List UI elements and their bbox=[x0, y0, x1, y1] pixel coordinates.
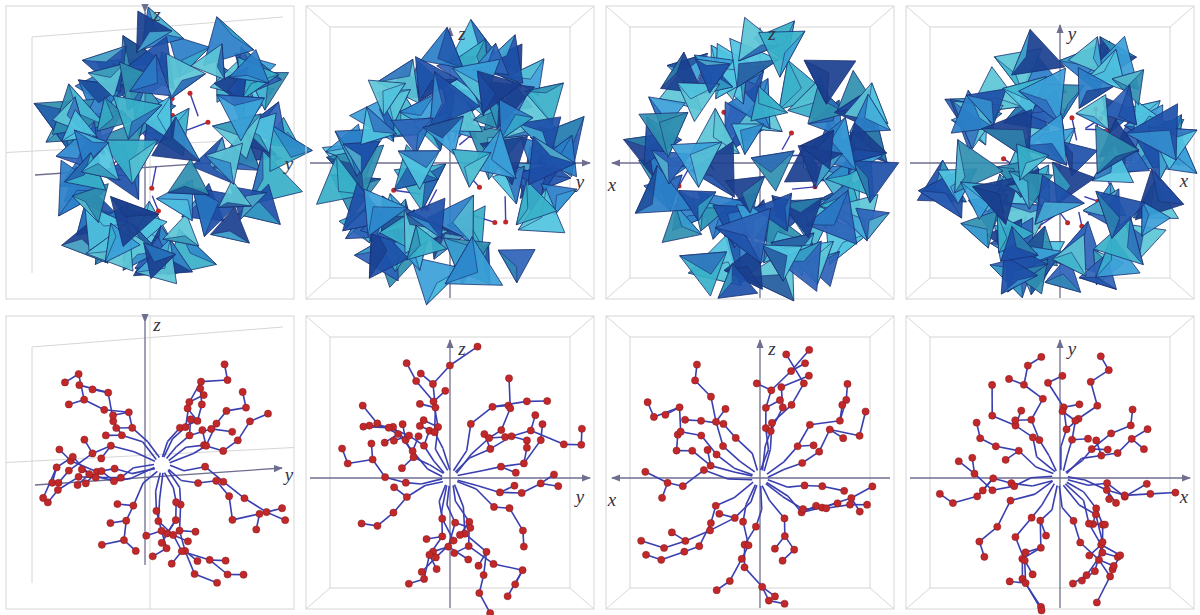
bounding-box bbox=[906, 316, 1194, 609]
axis-label: y bbox=[573, 486, 587, 507]
ball-and-stick-network bbox=[638, 346, 876, 607]
axis-label: x bbox=[1177, 170, 1191, 191]
axis-label: z bbox=[455, 338, 468, 359]
panel bbox=[906, 6, 1197, 299]
tetrahedra bbox=[317, 19, 585, 304]
bounding-box bbox=[6, 6, 294, 299]
coordinate-axes bbox=[612, 340, 890, 608]
bounding-box bbox=[6, 316, 294, 609]
coordinate-axes bbox=[612, 28, 890, 298]
bounding-box bbox=[606, 6, 894, 299]
bounding-box bbox=[306, 6, 594, 299]
coordinate-axes bbox=[310, 28, 590, 298]
panel bbox=[606, 6, 899, 301]
axis-label: x bbox=[1177, 486, 1191, 507]
panel bbox=[906, 316, 1194, 614]
axis-label: z bbox=[150, 4, 163, 25]
axis-label: z bbox=[455, 23, 468, 44]
panel bbox=[6, 316, 294, 609]
coordinate-axes bbox=[35, 12, 282, 255]
bounding-box bbox=[906, 6, 1194, 299]
panel bbox=[306, 316, 594, 615]
axis-label: y bbox=[1065, 338, 1079, 359]
coordinate-axes bbox=[910, 25, 1190, 298]
tetrahedra bbox=[624, 17, 899, 301]
bounding-box bbox=[606, 316, 894, 609]
tetrahedra bbox=[34, 7, 312, 284]
ball-and-stick-network bbox=[40, 361, 289, 587]
panel bbox=[306, 6, 594, 305]
coordinate-axes bbox=[310, 340, 590, 608]
coordinate-axes bbox=[910, 340, 1190, 608]
axis-label: y bbox=[282, 153, 296, 174]
axis-label: y bbox=[573, 171, 587, 192]
tetrahedra bbox=[917, 29, 1197, 297]
axis-label: z bbox=[765, 338, 778, 359]
bounding-box bbox=[306, 316, 594, 609]
axis-label: x bbox=[605, 489, 619, 510]
panel bbox=[606, 316, 894, 609]
axis-label: x bbox=[605, 174, 619, 195]
ball-and-stick-network bbox=[338, 343, 585, 615]
axis-label: y bbox=[282, 464, 296, 485]
axis-label: y bbox=[1065, 23, 1079, 44]
panel bbox=[6, 6, 312, 299]
ball-and-stick-network bbox=[936, 353, 1179, 614]
axis-label: z bbox=[150, 314, 163, 335]
axis-label: z bbox=[765, 23, 778, 44]
coordinate-axes bbox=[35, 322, 282, 565]
